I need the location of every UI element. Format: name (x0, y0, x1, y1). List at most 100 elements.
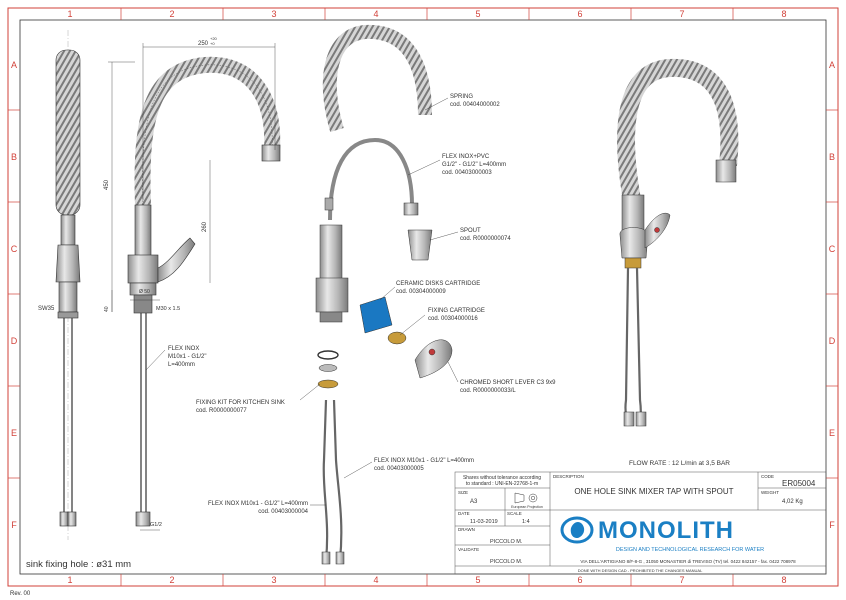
label-lever: CHROMED SHORT LEVER C3 9x9 cod. R0000000… (460, 380, 556, 394)
tolerance-note-1: Shares without tolerance according (463, 475, 541, 481)
row-label: A (11, 60, 17, 70)
footer-note: DONE WITH DESIGN CAD - PROHIBITED THE CH… (578, 568, 703, 573)
label-flex-2: FLEX INOX M10x1 - G1/2" L=400mm cod. 004… (208, 501, 309, 515)
revision-label: Rev. 00 (10, 591, 31, 597)
side-view (127, 56, 281, 527)
size-label: SIZE (458, 490, 468, 495)
dim-d50: Ø 50 (139, 289, 150, 295)
label-flex-inox-side: FLEX INOX M10x1 - G1/2" L=400mm (145, 346, 206, 371)
row-label: B (829, 152, 835, 162)
col-label: 4 (373, 575, 378, 585)
flow-rate: FLOW RATE : 12 L/min at 3,5 BAR (629, 460, 730, 467)
weight-value: 4,02 Kg (782, 499, 803, 505)
date-value: 11-03-2019 (470, 519, 498, 525)
col-label: 4 (373, 9, 378, 19)
col-label: 5 (475, 575, 480, 585)
label-line: cod. 00304000009 (396, 289, 446, 295)
row-label: F (829, 520, 835, 530)
dim-tol-minus: +0 (210, 41, 215, 46)
projection-label: European Projection (511, 505, 543, 509)
col-label: 7 (679, 575, 684, 585)
label-line: FIXING KIT FOR KITCHEN SINK (196, 400, 285, 406)
render-view (617, 58, 739, 427)
tolerance-note-2: to standard : UNI-EN-22768-1-m (466, 481, 538, 487)
description-label: DESCRIPTION (553, 474, 584, 479)
scale-value: 1:4 (522, 519, 530, 525)
label-line: SPRING (450, 94, 473, 100)
row-label: E (829, 428, 835, 438)
label-fixing-cartridge: FIXING CARTRIDGE cod. 00304000016 (428, 308, 485, 322)
label-line: CERAMIC DISKS CARTRIDGE (396, 281, 480, 287)
col-label: 3 (271, 575, 276, 585)
label-line: G1/2" - G1/2" L=400mm (442, 162, 506, 168)
dim-40: 40 (104, 306, 110, 312)
col-label: 8 (781, 575, 786, 585)
col-label: 1 (67, 9, 72, 19)
label-line: cod. 00403000004 (258, 509, 308, 515)
label-ceramic-cartridge: CERAMIC DISKS CARTRIDGE cod. 00304000009 (396, 281, 480, 295)
label-line: FLEX INOX M10x1 - G1/2" L=400mm (374, 458, 474, 464)
dim-260: 260 (202, 221, 208, 232)
row-label: A (829, 60, 835, 70)
validate-label: VALIDATE (458, 547, 479, 552)
label-line: CHROMED SHORT LEVER C3 9x9 (460, 380, 556, 386)
label-line: cod. 00403000005 (374, 466, 424, 472)
title-block (454, 471, 827, 575)
monolith-logo-mark (560, 516, 594, 544)
label-line: cod. 00404000002 (450, 102, 500, 108)
front-view (55, 30, 81, 540)
label-flex-pvc: FLEX INOX+PVC G1/2" - G1/2" L=400mm cod.… (442, 154, 506, 176)
dim-250: 250 (198, 41, 209, 47)
row-label: D (11, 336, 18, 346)
company-address: VIA DELL'ARTIGIANO 8/F-8-G , 31050 MONAS… (580, 559, 796, 564)
label-line: cod. R0000000077 (196, 408, 247, 414)
label-fixing-kit: FIXING KIT FOR KITCHEN SINK cod. R000000… (196, 400, 285, 414)
drawn-value: PICCOLO M. (490, 539, 523, 545)
col-label: 2 (169, 9, 174, 19)
col-label: 1 (67, 575, 72, 585)
row-label: F (11, 520, 17, 530)
col-label: 7 (679, 9, 684, 19)
label-line: FLEX INOX M10x1 - G1/2" L=400mm (208, 501, 308, 507)
outer-frame (7, 7, 839, 587)
drawn-label: DRAWN (458, 527, 475, 532)
validate-value: PICCOLO M. (490, 559, 523, 565)
label-line: FIXING CARTRIDGE (428, 308, 485, 314)
row-label: B (11, 152, 17, 162)
row-label: C (829, 244, 836, 254)
label-spring: SPRING cod. 00404000002 (450, 94, 500, 108)
dim-450: 450 (104, 179, 110, 190)
inner-frame (19, 19, 827, 575)
label-flex-1: FLEX INOX M10x1 - G1/2" L=400mm cod. 004… (374, 458, 474, 472)
col-label: 8 (781, 9, 786, 19)
weight-label: WEIGHT (761, 490, 779, 495)
scale-label: SCALE (507, 511, 522, 516)
row-label: D (829, 336, 836, 346)
code-label: CODE (761, 474, 774, 479)
label-spout: SPOUT cod. R0000000074 (460, 228, 511, 242)
col-label: 6 (577, 9, 582, 19)
size-value: A3 (470, 499, 478, 505)
col-label: 3 (271, 9, 276, 19)
label-line: M10x1 - G1/2" (168, 354, 206, 360)
exploded-view (315, 24, 453, 565)
label-line: cod. 00304000016 (428, 316, 478, 322)
label-line: SPOUT (460, 228, 481, 234)
label-line: cod. R0000000074 (460, 236, 511, 242)
col-label: 2 (169, 575, 174, 585)
brand-tagline: DESIGN AND TECHNOLOGICAL RESEARCH FOR WA… (616, 547, 764, 553)
date-label: DATE (458, 511, 470, 516)
code-value: ER05004 (782, 479, 816, 488)
label-line: cod. R0000000033/L (460, 388, 516, 394)
dim-g12: G1/2 (150, 522, 162, 528)
label-line: FLEX INOX (168, 346, 199, 352)
row-label: C (11, 244, 18, 254)
dim-tol-plus: +20 (210, 36, 218, 41)
dim-m30: M30 x 1.5 (156, 306, 180, 312)
col-label: 6 (577, 575, 582, 585)
row-label: E (11, 428, 17, 438)
brand-name: MONOLITH (598, 517, 734, 544)
sink-hole-note: sink fixing hole : ø31 mm (26, 559, 131, 570)
label-line: L=400mm (168, 362, 195, 368)
